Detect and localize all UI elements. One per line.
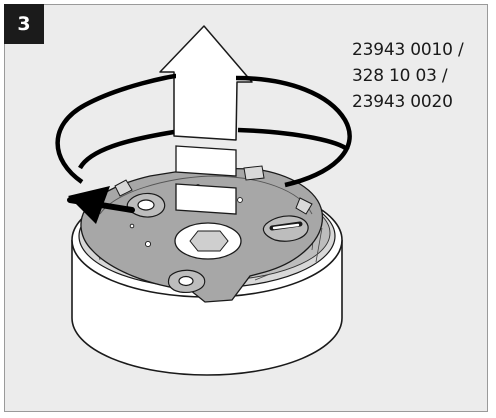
lifting-tab bbox=[175, 145, 237, 215]
step-number-badge: 3 bbox=[4, 4, 44, 44]
rotation-arrowhead-icon bbox=[67, 186, 135, 224]
rotation-arrow-icon bbox=[55, 73, 352, 188]
part-number-list: 23943 0010 / 328 10 03 / 23943 0020 bbox=[352, 37, 464, 115]
base-plate bbox=[80, 165, 323, 303]
lift-up-arrow-icon bbox=[159, 25, 253, 141]
part-number-line: 23943 0010 / bbox=[352, 40, 464, 60]
part-number-line: 328 10 03 / bbox=[352, 66, 448, 86]
part-number-line: 23943 0020 bbox=[352, 92, 453, 112]
